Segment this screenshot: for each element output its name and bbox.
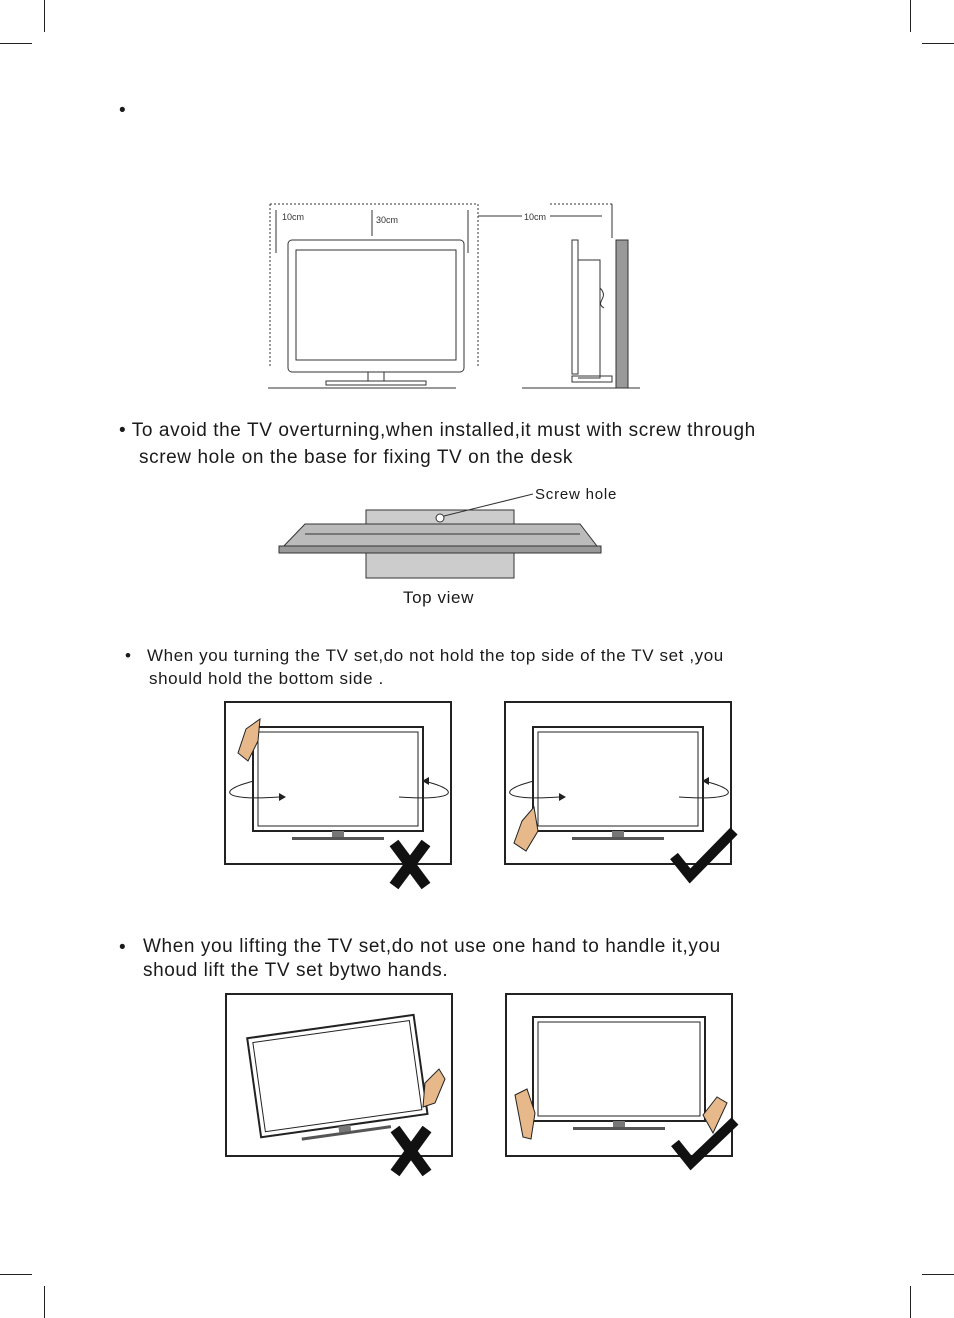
base-top-view-diagram	[278, 493, 602, 579]
bullet: •	[119, 100, 127, 121]
dim-back: 10cm	[524, 212, 546, 222]
crop-mark	[922, 1274, 954, 1275]
lifting-right-diagram	[505, 993, 739, 1171]
screw-hole-label: Screw hole	[535, 486, 618, 503]
section2-line2: screw hole on the base for fixing TV on …	[139, 447, 574, 468]
section2-line1: • To avoid the TV overturning,when insta…	[119, 420, 756, 441]
section3-line2: should hold the bottom side .	[149, 669, 384, 688]
crop-mark	[0, 43, 32, 44]
crop-mark	[922, 43, 954, 44]
clearance-diagram: 10cm 30cm 10cm	[268, 203, 640, 389]
section3-line1: When you turning the TV set,do not hold …	[147, 646, 724, 665]
crop-mark	[910, 0, 911, 32]
crop-mark	[910, 1286, 911, 1318]
dim-left: 10cm	[282, 212, 304, 222]
bullet: •	[125, 646, 132, 665]
top-view-label: Top view	[403, 588, 474, 607]
section4-line2: shoud lift the TV set bytwo hands.	[143, 960, 449, 981]
crop-mark	[0, 1274, 32, 1275]
crop-mark	[44, 1286, 45, 1318]
turning-right-diagram	[504, 701, 738, 884]
lifting-wrong-diagram	[225, 993, 453, 1177]
crop-mark	[44, 0, 45, 32]
section4-line1: When you lifting the TV set,do not use o…	[143, 936, 721, 957]
bullet: •	[119, 937, 127, 958]
turning-wrong-diagram	[224, 701, 452, 890]
dim-top: 30cm	[376, 215, 398, 225]
